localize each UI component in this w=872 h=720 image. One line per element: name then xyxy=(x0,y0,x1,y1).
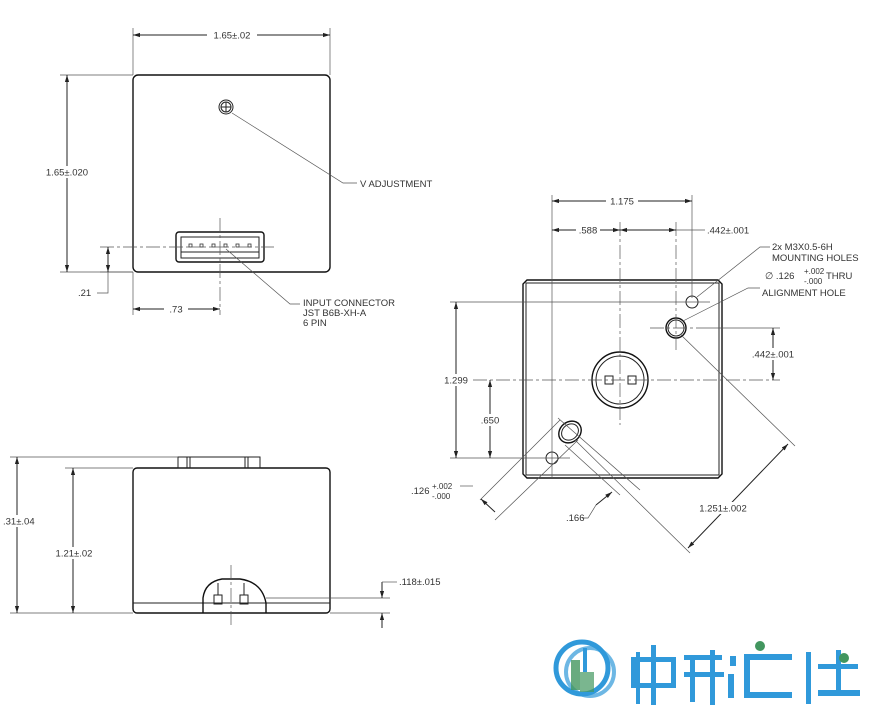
connector-callout-line3: 6 PIN xyxy=(303,318,327,329)
alignment-tol-plus: +.002 xyxy=(804,267,825,276)
side-view: .31±.04 1.21±.02 .118±.015 xyxy=(0,456,441,628)
diagonal-dimension: 1.251±.002 xyxy=(699,504,746,515)
slot-tol-plus: +.002 xyxy=(432,482,453,491)
slot-offset-dimension: .166 xyxy=(566,513,585,524)
mounting-callout-line2: MOUNTING HOLES xyxy=(772,253,859,264)
alignment-callout: ALIGNMENT HOLE xyxy=(762,288,846,299)
connector-vertical-offset: .21 xyxy=(78,288,91,299)
slot-tol-minus: -.000 xyxy=(432,492,451,501)
mounting-callout-line1: 2x M3X0.5-6H xyxy=(772,242,833,253)
alignment-x-dimension: .442±.001 xyxy=(707,226,749,237)
alignment-diameter: ∅ .126 xyxy=(765,271,794,282)
body-height-dimension: 1.21±.02 xyxy=(56,549,93,560)
slot-diameter-dimension: .126 xyxy=(411,486,430,497)
watermark-logo xyxy=(553,639,860,705)
connector-callout-line2: JST B6B-XH-A xyxy=(303,308,367,319)
side-connector-bump xyxy=(202,578,267,613)
side-body-outline xyxy=(132,467,331,614)
back-body-outline xyxy=(522,279,723,479)
potentiometer-icon xyxy=(218,99,234,115)
flange-dimension: .118±.015 xyxy=(399,577,441,588)
alignment-tol-minus: -.000 xyxy=(804,277,823,286)
width-dimension: 1.65±.02 xyxy=(214,31,251,42)
center-offset-dimension: .588 xyxy=(579,226,598,237)
alignment-y-dimension: .442±.001 xyxy=(752,350,794,361)
front-body-outline xyxy=(132,74,331,273)
hole-span-dimension: 1.175 xyxy=(610,197,634,208)
hole-vertical-span-dimension: 1.299 xyxy=(444,376,468,387)
center-vertical-dimension: .650 xyxy=(481,416,500,427)
front-view: 1.65±.02 1.65±.020 V ADJUSTMENT xyxy=(42,28,433,329)
connector-callout-line1: INPUT CONNECTOR xyxy=(303,298,395,309)
back-view: 1.175 .588 .442±.001 .442±.001 1.299 .65… xyxy=(411,195,859,554)
overall-height-dimension: .31±.04 xyxy=(3,517,35,528)
alignment-slot xyxy=(558,420,582,444)
v-adjustment-label: V ADJUSTMENT xyxy=(360,179,433,190)
height-dimension: 1.65±.020 xyxy=(46,168,88,179)
alignment-thru: THRU xyxy=(826,271,853,282)
connector-horizontal-offset: .73 xyxy=(169,305,182,316)
